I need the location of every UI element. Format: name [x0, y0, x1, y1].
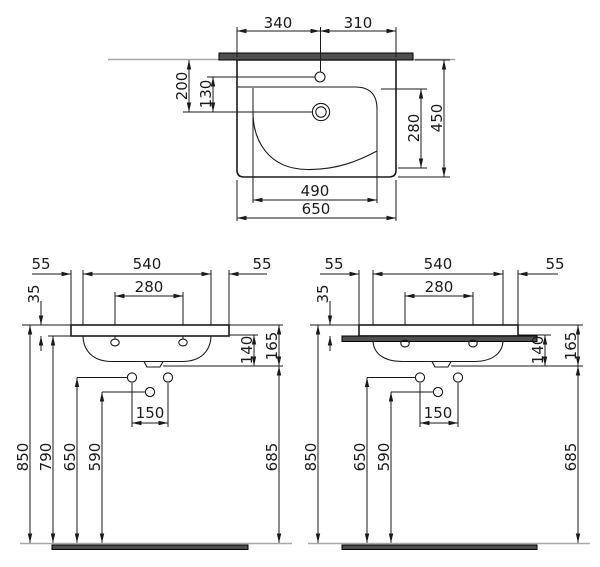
front-left-labels: 55 540 55 280 35 140 165 150 850 790 650…: [14, 255, 281, 471]
front-view-left: 55 540 55 280 35 140 165 150 850 790 650…: [14, 255, 292, 550]
supply-hole-right: [162, 372, 174, 383]
dim-label-490: 490: [301, 182, 330, 200]
drain-outlet: [431, 360, 452, 368]
basin-outline: [236, 59, 397, 178]
front-left-dimensions-top: [32, 270, 267, 351]
top-view: 340 310 200 130 280 450 490 650: [108, 14, 455, 221]
dim-label-280: 280: [425, 278, 454, 296]
dim-label-340: 340: [264, 14, 293, 32]
dim-label-590: 590: [86, 443, 104, 472]
bowl-outline: [237, 86, 378, 203]
dim-label-150: 150: [136, 404, 165, 422]
overflow-hole: [314, 71, 326, 83]
dim-label-850: 850: [14, 443, 32, 472]
fixing-hole-right: [468, 339, 478, 348]
dim-label-165: 165: [263, 332, 281, 361]
dim-label-650: 650: [351, 443, 369, 472]
mounting-shelf-bar: [341, 335, 538, 342]
wall-bar: [218, 52, 414, 61]
dim-label-590: 590: [375, 443, 393, 472]
dim-label-35: 35: [314, 284, 332, 303]
dim-label-55-right: 55: [252, 255, 271, 273]
dim-label-450: 450: [428, 104, 446, 133]
dim-label-165: 165: [562, 332, 580, 361]
dim-label-55-left: 55: [324, 255, 343, 273]
fixing-hole-left: [110, 338, 120, 347]
dim-label-55-right: 55: [545, 255, 564, 273]
dim-label-650: 650: [302, 200, 331, 218]
waste-pipe-hole: [144, 386, 156, 398]
top-view-dimensions: [183, 27, 450, 221]
supply-hole-left: [414, 372, 426, 383]
dim-label-310: 310: [344, 14, 373, 32]
bowl-body: [82, 335, 212, 363]
front-right-labels: 55 540 55 280 35 140 165 150 850 650 590…: [302, 255, 580, 471]
bowl-body: [372, 340, 504, 363]
dim-label-850: 850: [302, 443, 320, 472]
dim-label-55-left: 55: [31, 255, 50, 273]
dim-label-540: 540: [424, 255, 453, 273]
drain-outlet: [143, 360, 164, 368]
front-left-dimensions-vertical: [27, 325, 282, 543]
dim-label-35: 35: [25, 284, 43, 303]
front-right-leaders: [310, 324, 583, 393]
front-right-dimensions-vertical: [315, 325, 581, 543]
supply-hole-right: [452, 372, 464, 383]
dim-label-280: 280: [135, 278, 164, 296]
front-left-leaders: [22, 324, 283, 393]
dim-label-685: 685: [562, 443, 580, 472]
dim-label-650: 650: [61, 443, 79, 472]
front-view-right: 55 540 55 280 35 140 165 150 850 650 590…: [302, 255, 590, 550]
dim-label-130: 130: [197, 80, 215, 109]
top-view-labels: 340 310 200 130 280 450 490 650: [173, 14, 446, 218]
dim-label-540: 540: [133, 255, 162, 273]
faucet-hole: [311, 102, 331, 122]
rim-slab: [358, 324, 519, 337]
floor-bar: [341, 544, 538, 550]
dim-label-685: 685: [263, 443, 281, 472]
dim-label-140: 140: [529, 336, 547, 365]
dim-label-140: 140: [238, 336, 256, 365]
front-right-dimensions-top: [320, 270, 558, 351]
dim-label-150: 150: [424, 404, 453, 422]
dim-label-790: 790: [37, 443, 55, 472]
dim-label-280: 280: [405, 114, 423, 143]
supply-hole-left: [126, 372, 138, 383]
fixing-hole-right: [178, 338, 188, 347]
dim-label-200: 200: [173, 72, 191, 101]
floor-bar: [51, 544, 249, 550]
rim-slab: [70, 324, 230, 337]
waste-pipe-hole: [432, 386, 444, 398]
fixing-hole-left: [400, 339, 410, 348]
